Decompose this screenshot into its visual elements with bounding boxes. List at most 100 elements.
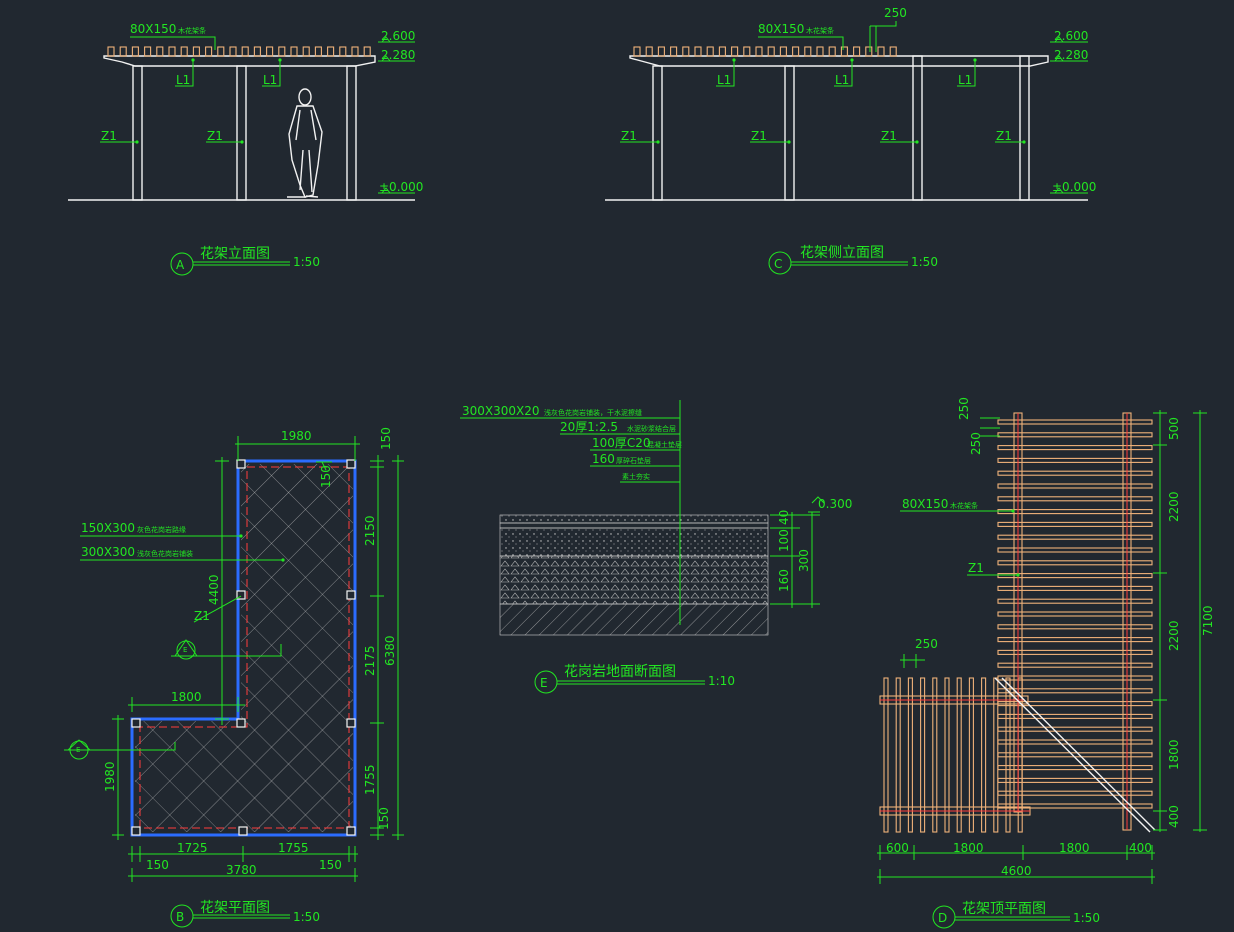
scale-b: 1:50 [293, 910, 320, 924]
title-c: 花架侧立面图 [800, 245, 884, 261]
note2-b: 300X300 [81, 545, 135, 559]
roof-slat-horizontal [997, 547, 1153, 553]
rafter-end [119, 46, 127, 57]
rafter-end [853, 46, 861, 57]
dim-left-top-d1: 250 [957, 397, 971, 420]
rafter-end [180, 46, 188, 57]
rafter-end [633, 46, 641, 57]
roof-slat-horizontal [997, 752, 1153, 758]
roof-slat-horizontal [997, 688, 1153, 694]
level-e: 0.300 [818, 497, 852, 511]
rafter-end [779, 46, 787, 57]
dim-bottom-total-b: 3780 [226, 863, 257, 877]
rafter-end [327, 46, 335, 57]
mark-c: C [774, 257, 782, 271]
dim-bottom-off-b1: 150 [146, 858, 169, 872]
roof-slat-vertical [993, 677, 999, 833]
rafter-end [816, 46, 824, 57]
title-e: 花岗岩地面断面图 [564, 664, 676, 680]
layer4-sub: 厚碎石垫层 [616, 456, 651, 465]
level-ground-a: ±0.000 [379, 180, 423, 194]
dim-bottom-off-b2: 150 [319, 858, 342, 872]
dim-right-d2: 2200 [1167, 491, 1181, 522]
roof-slat-vertical [981, 677, 987, 833]
rafter-end [792, 46, 800, 57]
layer1-sub: 浅灰色花岗岩铺装，干水泥擦缝 [544, 408, 642, 417]
roof-slat-vertical [1005, 677, 1011, 833]
rafter-end [241, 46, 249, 57]
roof-slat-horizontal [997, 483, 1153, 489]
rafter-end [156, 46, 164, 57]
col-label-a1: Z1 [101, 129, 117, 143]
rafter-end [743, 46, 751, 57]
mark-e: E [540, 676, 548, 690]
roof-slat-horizontal [997, 521, 1153, 527]
dim-bottom-d1: 600 [886, 841, 909, 855]
mark-d: D [938, 911, 947, 925]
rafter-end [804, 46, 812, 57]
roof-slat-vertical [920, 677, 926, 833]
rafter-end [889, 46, 897, 57]
dim-bottom-b2: 1755 [278, 841, 309, 855]
dim-bottom-d2: 1800 [953, 841, 984, 855]
rafter-end [229, 46, 237, 57]
roof-plan-d: 250 250 500 2200 2200 1800 400 7100 80X1… [877, 397, 1215, 929]
scale-e: 1:10 [708, 674, 735, 688]
dim-right-b2: 2175 [363, 645, 377, 676]
rafter-end [205, 46, 213, 57]
section-mark-b2: E [76, 746, 80, 754]
callout-rafter-d-note: 木花架条 [950, 501, 978, 510]
scale-a: 1:50 [293, 255, 320, 269]
level-top-c: 2.600 [1054, 29, 1088, 43]
level-ground-c: ±0.000 [1052, 180, 1096, 194]
callout-rafter-d: 80X150 [902, 497, 948, 511]
title-b: 花架平面图 [200, 900, 270, 916]
section-mark-b1: E [183, 646, 187, 654]
section-e: 300X300X20 浅灰色花岗岩铺装，干水泥擦缝 20厚1:2.5 水泥砂浆结… [460, 400, 852, 694]
dim-spacing-c: 250 [884, 6, 907, 20]
roof-slat-horizontal [997, 534, 1153, 540]
rafter-end [706, 46, 714, 57]
rafter-ends-a [107, 46, 371, 57]
callout-rafter-c-note: 木花架条 [806, 26, 834, 35]
rafter-end [351, 46, 359, 57]
roof-slat-vertical [907, 677, 913, 833]
layer1-main: 300X300X20 [462, 404, 540, 418]
beam-label-c1: L1 [717, 73, 731, 87]
rafter-end [253, 46, 261, 57]
mark-a: A [176, 258, 185, 272]
rafter-end [107, 46, 115, 57]
roof-slat-horizontal [997, 470, 1153, 476]
roof-slat-horizontal [997, 765, 1153, 771]
rafter-end [718, 46, 726, 57]
dim-1800-b: 1800 [171, 690, 202, 704]
dim-250-d: 250 [915, 637, 938, 651]
roof-slat-horizontal [997, 662, 1153, 668]
human-figure [287, 88, 323, 198]
roof-slat-horizontal [997, 598, 1153, 604]
dim-right-total-d: 7100 [1201, 605, 1215, 636]
roof-slat-horizontal [997, 496, 1153, 502]
rafter-end [290, 46, 298, 57]
dim-right-b3: 1755 [363, 764, 377, 795]
rafter-end [755, 46, 763, 57]
rafter-end [694, 46, 702, 57]
dim-bottom-d4: 400 [1129, 841, 1152, 855]
rafter-end [266, 46, 274, 57]
rafter-end [865, 46, 873, 57]
rafter-end [645, 46, 653, 57]
mark-b: B [176, 910, 184, 924]
roof-slat-vertical [932, 677, 938, 833]
roof-slat-horizontal [997, 726, 1153, 732]
elevation-c: 80X150 木花架条 250 L1 L1 L1 Z1 Z1 Z1 Z1 2.6… [605, 6, 1096, 275]
rafter-end [168, 46, 176, 57]
note1-sub-b: 灰色花岗岩路缘 [137, 525, 186, 534]
dim-right-b4: 150 [377, 807, 391, 830]
rafter-end [131, 46, 139, 57]
roof-slat-horizontal [997, 611, 1153, 617]
level-top-a: 2.600 [381, 29, 415, 43]
dim-e1: 100 [777, 529, 791, 552]
plan-b: 1980 150 150 2150 2175 1755 150 6380 440… [64, 427, 404, 928]
callout-rafter-c: 80X150 [758, 22, 804, 36]
roof-slat-horizontal [997, 649, 1153, 655]
